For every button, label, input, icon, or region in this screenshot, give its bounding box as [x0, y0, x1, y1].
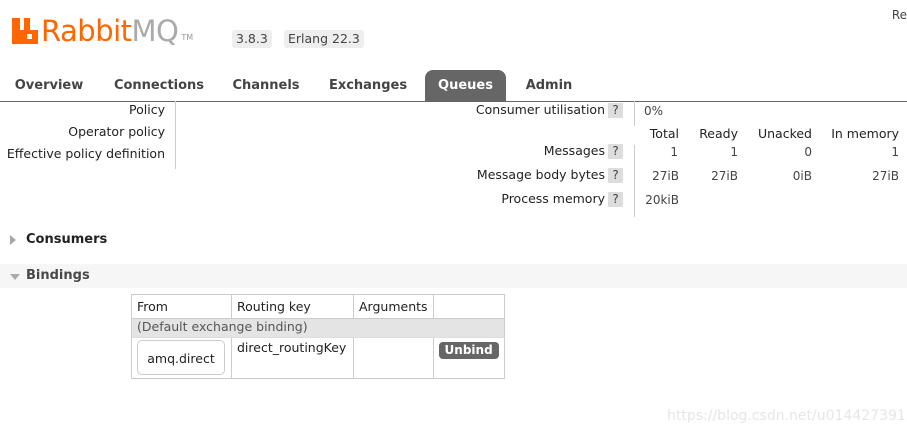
arguments-cell — [353, 337, 434, 379]
tab-admin[interactable]: Admin — [525, 78, 573, 93]
process-memory-label: Process memory? — [501, 191, 623, 207]
process-memory-value: 20kiB — [645, 193, 679, 207]
help-icon[interactable]: ? — [608, 192, 623, 207]
message-body-bytes-label: Message body bytes? — [477, 167, 623, 183]
routing-key-cell: direct_routingKey — [231, 337, 354, 379]
tab-queues[interactable]: Queues — [425, 70, 506, 101]
tab-overview[interactable]: Overview — [14, 78, 84, 93]
consumers-section-title: Consumers — [26, 232, 108, 247]
policy-label: Policy — [129, 102, 165, 117]
divider — [634, 101, 635, 126]
bindings-table: From Routing key Arguments (Default exch… — [131, 294, 505, 379]
from-cell: amq.direct — [131, 337, 232, 379]
messages-total: 1 — [670, 145, 678, 159]
col-ready: Ready — [699, 126, 738, 141]
col-from: From — [131, 294, 232, 319]
bytes-in-memory: 27iB — [872, 169, 899, 183]
messages-label: Messages? — [544, 143, 623, 159]
bindings-section-toggle[interactable]: Bindings — [0, 264, 907, 288]
queue-details: Policy Operator policy Effective policy … — [0, 101, 907, 221]
divider — [634, 145, 635, 217]
col-in-memory: In memory — [831, 126, 899, 141]
operator-policy-label: Operator policy — [68, 124, 165, 139]
bytes-ready: 27iB — [711, 169, 738, 183]
messages-in-memory: 1 — [891, 145, 899, 159]
messages-text: Messages — [543, 143, 605, 158]
effective-policy-label: Effective policy definition — [6, 146, 165, 161]
bindings-section-title: Bindings — [26, 268, 90, 283]
divider — [175, 101, 176, 169]
default-binding-row: (Default exchange binding) — [131, 318, 505, 338]
unbind-button[interactable]: Unbind — [438, 342, 499, 359]
version-badge: 3.8.3 — [232, 30, 272, 48]
tab-exchanges[interactable]: Exchanges — [328, 78, 408, 93]
bytes-total: 27iB — [652, 169, 679, 183]
consumers-section-toggle[interactable]: Consumers — [0, 228, 907, 252]
logo-trademark: TM — [181, 33, 194, 42]
bytes-unacked: 0iB — [792, 169, 812, 183]
messages-unacked: 0 — [804, 145, 812, 159]
message-body-bytes-text: Message body bytes — [476, 167, 605, 182]
consumer-utilisation-value: 0% — [644, 104, 664, 118]
help-icon[interactable]: ? — [608, 144, 623, 159]
actions-cell: Unbind — [432, 337, 505, 379]
erlang-version-badge: Erlang 22.3 — [284, 30, 364, 48]
logo-text-mq: MQ — [131, 14, 179, 48]
messages-ready: 1 — [730, 145, 738, 159]
rabbit-logo-icon — [12, 18, 38, 44]
user-info-fragment: Re — [891, 8, 907, 22]
consumer-utilisation-label: Consumer utilisation? — [476, 102, 623, 118]
main-nav-tabs: Overview Connections Channels Exchanges … — [0, 70, 907, 102]
watermark: https://blog.csdn.net/u014427391 — [667, 408, 906, 424]
col-actions — [432, 294, 505, 319]
process-memory-text: Process memory — [501, 191, 605, 206]
help-icon[interactable]: ? — [608, 168, 623, 183]
table-header-row: From Routing key Arguments — [131, 294, 505, 319]
tab-channels[interactable]: Channels — [232, 78, 300, 93]
help-icon[interactable]: ? — [608, 103, 623, 118]
consumer-utilisation-text: Consumer utilisation — [475, 102, 605, 117]
tab-connections[interactable]: Connections — [113, 78, 205, 93]
col-unacked: Unacked — [757, 126, 812, 141]
col-arguments: Arguments — [353, 294, 434, 319]
table-row: amq.direct direct_routingKey Unbind — [131, 337, 505, 379]
logo-text-rabbit: Rabbit — [41, 14, 132, 48]
default-binding-label: (Default exchange binding) — [131, 318, 505, 338]
exchange-link[interactable]: amq.direct — [137, 340, 225, 375]
col-total: Total — [649, 126, 679, 141]
col-routing-key: Routing key — [231, 294, 354, 319]
collapse-triangle-icon — [10, 274, 20, 280]
expand-triangle-icon — [10, 235, 16, 245]
